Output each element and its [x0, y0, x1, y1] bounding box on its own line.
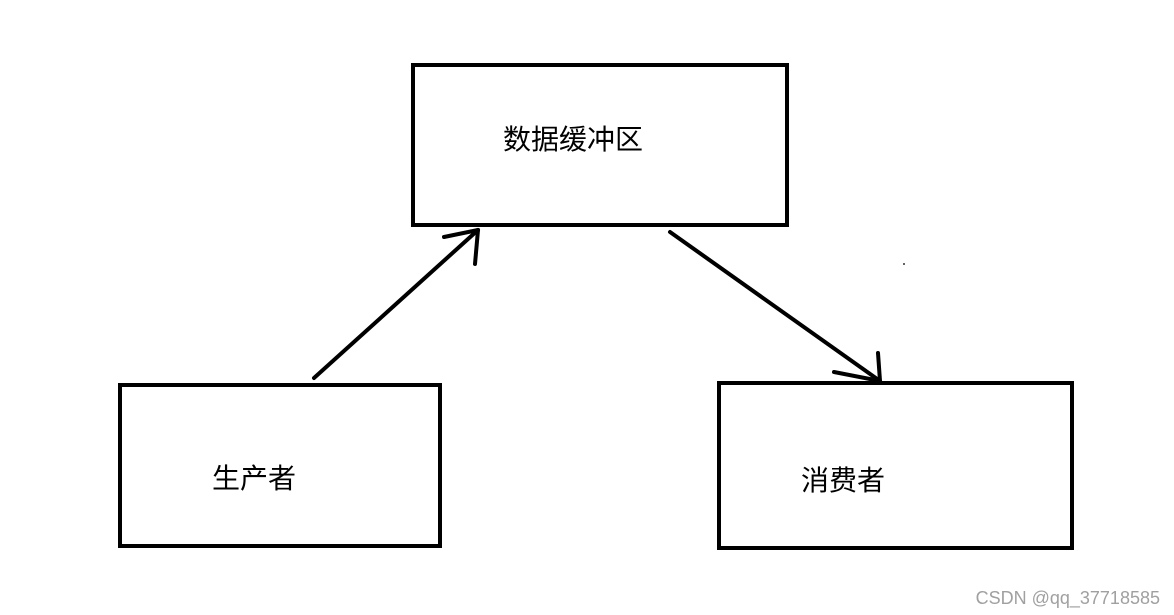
edge-line [312, 228, 480, 380]
arrowhead-line [876, 351, 882, 383]
arrowhead-line [832, 370, 882, 383]
edge-producer-to-buffer [312, 228, 480, 380]
edge-line [668, 230, 882, 383]
producer-label: 生产者 [212, 462, 297, 495]
stray-dot [903, 263, 905, 265]
watermark: CSDN @qq_37718585 [975, 588, 1160, 608]
consumer-label: 消费者 [801, 464, 886, 497]
producer-node: 生产者 [118, 383, 442, 548]
data-buffer-node: 数据缓冲区 [411, 63, 789, 227]
data-buffer-label: 数据缓冲区 [503, 123, 644, 156]
arrowhead-line [473, 228, 480, 266]
edge-buffer-to-consumer [668, 230, 882, 383]
arrowhead-line [442, 228, 480, 239]
consumer-node: 消费者 [717, 381, 1074, 550]
